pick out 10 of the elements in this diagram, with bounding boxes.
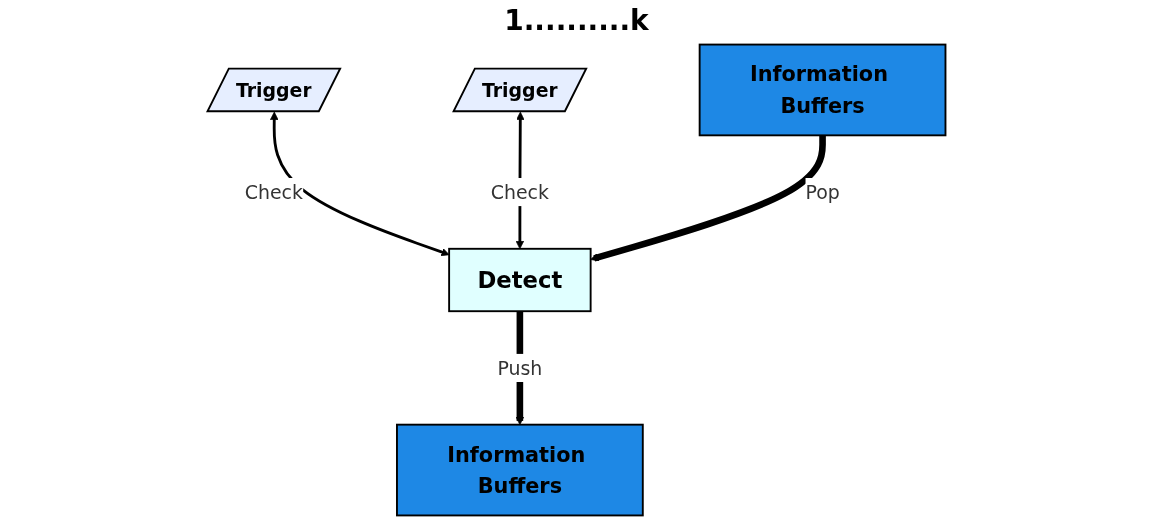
range-label: 1..........k xyxy=(504,4,649,37)
node-box: Information Buffers xyxy=(396,423,644,517)
edge-label: Push xyxy=(497,356,543,380)
edge-label: Check xyxy=(490,180,549,204)
edge-label: Pop xyxy=(805,180,840,204)
node-box: Information Buffers xyxy=(698,43,947,137)
edge-label: Check xyxy=(244,180,303,204)
arrow xyxy=(590,135,826,262)
arrow xyxy=(270,111,450,257)
node-box: Detect xyxy=(448,247,592,313)
